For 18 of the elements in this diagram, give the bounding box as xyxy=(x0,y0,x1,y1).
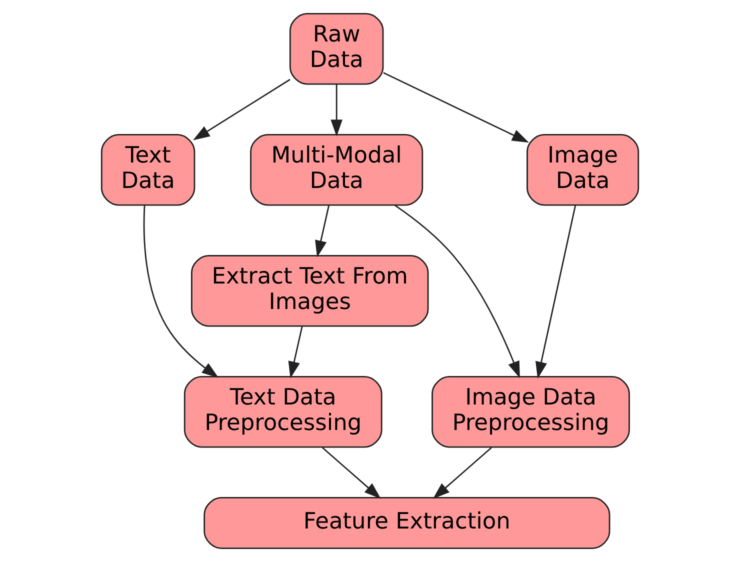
arrow xyxy=(142,205,218,378)
arrow xyxy=(192,78,290,140)
arrow xyxy=(382,72,528,143)
arrow xyxy=(432,447,492,499)
arrow xyxy=(321,447,380,499)
arrow xyxy=(314,205,330,258)
node-box: Extract Text From Images xyxy=(190,254,428,327)
node-box: Raw Data xyxy=(288,12,384,85)
node-box: Image Data xyxy=(526,134,639,206)
node-box: Text Data Preprocessing xyxy=(183,376,382,448)
node-box: Text Data xyxy=(100,134,195,206)
node-box: Feature Extraction xyxy=(203,496,610,550)
node-box: Multi-Modal Data xyxy=(250,134,423,206)
arrow xyxy=(534,205,576,379)
node-box: Image Data Preprocessing xyxy=(431,376,630,448)
arrow xyxy=(394,204,520,378)
arrow xyxy=(330,84,342,136)
arrow xyxy=(288,326,302,378)
